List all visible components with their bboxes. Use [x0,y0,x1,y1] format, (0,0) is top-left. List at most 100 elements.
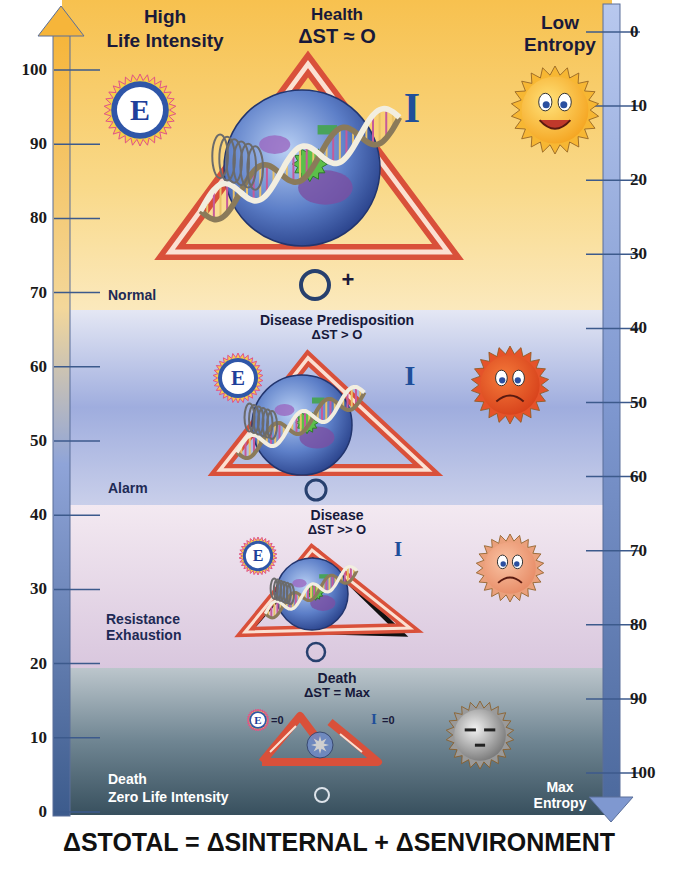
sun-eye [560,101,567,108]
axis-number: 20 [30,654,47,674]
sun-face [484,542,536,594]
entropy-equation: ΔSTOTAL = ΔSINTERNAL + ΔSENVIRONMENT [0,828,678,857]
state-band: DiseaseΔST >> O [62,505,612,547]
energy-badge [104,74,176,146]
band-fill [62,310,612,505]
energy-symbol: E [253,547,264,565]
axis-tick [54,366,100,368]
dna-strand [265,567,357,614]
axis-number: 100 [630,763,656,783]
energy-badge [111,81,169,139]
sun-mouth [496,396,523,402]
dna-rung [300,412,302,434]
axis-title: Life Intensity [106,30,223,52]
axis-shaft [53,34,70,816]
axis-number: 90 [30,134,47,154]
sun-eye [484,728,495,731]
dna-strand [201,109,400,211]
sun-face [471,346,548,424]
axis-tick [54,292,100,294]
axis-number: 50 [30,431,47,451]
axis-number: 100 [22,60,48,80]
energy-badge [246,544,270,568]
virus [311,736,329,754]
axis-tick [54,737,100,739]
axis-arrowhead [589,797,633,822]
axis-end-label: Max Entropy [525,779,595,811]
zero-value: =0 [271,714,284,727]
band-fill [62,505,612,668]
axis-number: 30 [630,245,647,265]
level-label: Alarm [108,480,148,496]
state-circle [306,480,326,500]
axis-number: 60 [30,357,47,377]
axis-tick [54,218,100,220]
axis-shaft [603,4,620,798]
sun-face [454,709,506,761]
axis-tick [54,589,100,591]
level-label: Zero Life Intensity [108,789,229,805]
sun-eye [496,370,508,386]
axis-number: 40 [30,505,47,525]
state-circle [315,788,329,802]
sun-eye [499,377,505,383]
sun-eye [543,101,550,108]
information-symbol: I [405,360,416,392]
axis-number: 70 [630,541,647,561]
level-label: Death [108,771,147,787]
axis-number: 20 [630,170,647,190]
sun-face [480,355,539,414]
axis-arrowhead [38,6,84,36]
axis-number: 80 [30,209,47,229]
state-band: DeathΔST = Max [62,668,612,710]
axis-number: 40 [630,319,647,339]
energy-badge [249,711,267,729]
dna-rung [351,388,353,410]
state-circle [307,643,325,661]
cell [224,90,380,246]
axis-number: 30 [30,580,47,600]
organelle [275,404,295,416]
energy-symbol: E [254,714,261,727]
energy-symbol: E [130,93,150,128]
sun-mouth [498,577,522,582]
axis-tick [54,440,100,442]
dna-strand [201,117,400,219]
energy-badge [117,87,163,133]
sun-eye [558,93,571,111]
axis-tick [54,143,100,145]
dna-rung [249,436,251,458]
dna-rung [325,400,327,422]
sun-face [476,534,543,602]
level-label: Resistance Exhaustion [106,611,210,643]
axis-number: 90 [630,689,647,709]
band-fill [62,0,612,310]
state-circle [301,271,329,299]
axis-number: 70 [30,283,47,303]
energy-badge [218,358,258,398]
axis-number: 0 [39,802,48,822]
energy-badge [222,362,254,394]
cell [252,375,352,475]
coil [287,584,294,604]
zero-value: =0 [382,714,395,727]
sun-eye [497,555,507,569]
energy-symbol: E [231,366,245,390]
dna-strand [237,387,365,453]
organelle [292,579,306,588]
information-symbol: I [404,84,420,132]
plus-sign: + [342,267,355,292]
axis-tick [54,663,100,665]
coil [267,411,277,439]
information-symbol: I [394,537,402,561]
state-heading: Death [62,671,612,686]
axis-tick [54,514,100,516]
axis-tick [54,811,100,813]
axis-number: 10 [30,728,47,748]
axis-title: High [144,6,186,28]
axis-number: 60 [630,467,647,487]
organelle [259,135,290,154]
dna-rung [299,147,301,181]
